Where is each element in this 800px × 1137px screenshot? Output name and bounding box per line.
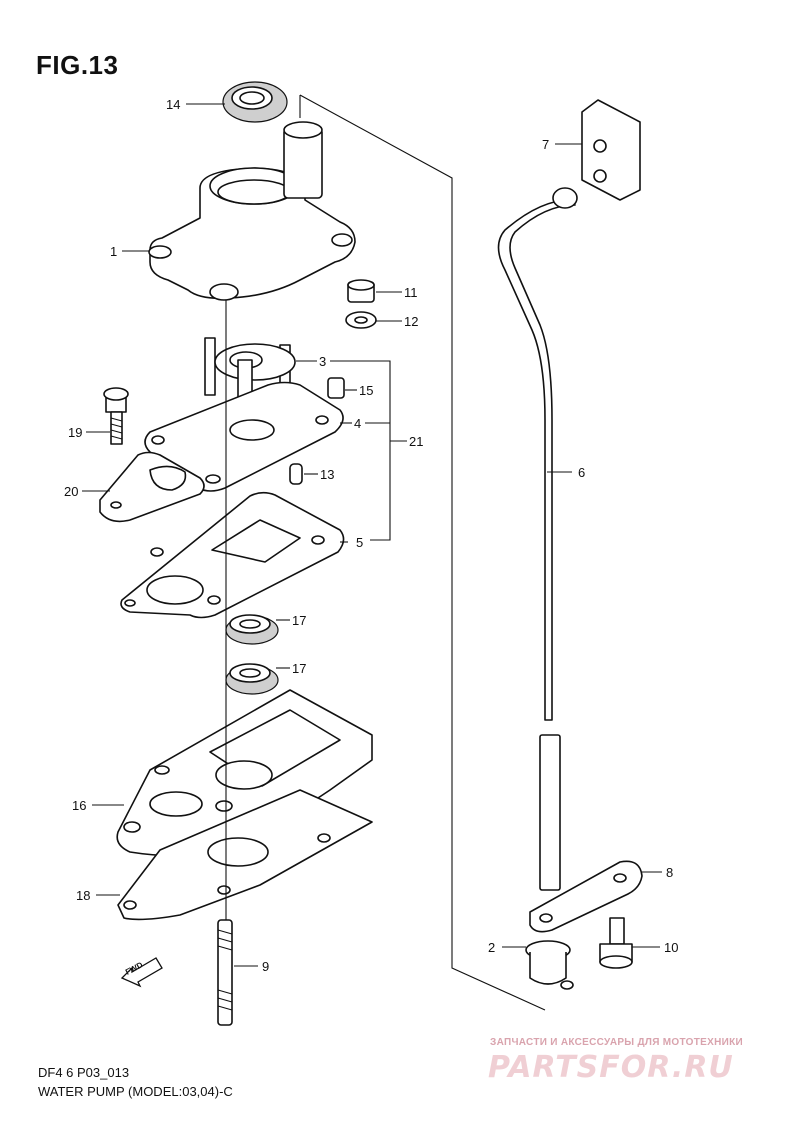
- leader-lines: [82, 103, 662, 967]
- part-9-stud: [217, 919, 233, 1026]
- part-12-washer: [345, 311, 377, 329]
- watermark-tagline: ЗАПЧАСТИ И АКСЕССУАРЫ ДЛЯ МОТОТЕХНИКИ: [490, 1037, 743, 1048]
- fwd-text: FWD: [123, 960, 145, 977]
- part-17-seal-lower: [225, 663, 279, 695]
- part-11-nut: [347, 279, 375, 303]
- callout-7: 7: [542, 137, 550, 152]
- callout-5: 5: [356, 535, 364, 550]
- callout-1: 1: [110, 244, 118, 259]
- part-13-pin: [289, 463, 303, 485]
- callout-9: 9: [262, 959, 270, 974]
- callout-4: 4: [354, 416, 362, 431]
- part-10-bolt: [599, 917, 633, 969]
- part-1-pump-case: [148, 121, 356, 301]
- part-17-seal-upper: [225, 614, 279, 645]
- callout-18: 18: [76, 888, 91, 903]
- callout-2: 2: [488, 940, 496, 955]
- part-3-impeller: [204, 337, 296, 411]
- callout-17-lower: 17: [292, 661, 307, 676]
- callout-3: 3: [319, 354, 327, 369]
- part-19-bolt: [103, 387, 129, 445]
- callout-6: 6: [578, 465, 586, 480]
- part-8-plate: [529, 860, 643, 933]
- figure-code: DF4 6 P03_013: [38, 1065, 130, 1080]
- part-20-plate: [99, 451, 205, 523]
- callout-10: 10: [664, 940, 679, 955]
- part-7-grommet: [581, 99, 641, 201]
- assembly-frame-lines: [299, 94, 546, 1011]
- callout-15: 15: [359, 383, 374, 398]
- part-16-housing: [116, 689, 373, 857]
- callout-12: 12: [404, 314, 419, 329]
- part-18-gasket: [117, 789, 373, 921]
- fwd-label: FWD: [123, 958, 145, 977]
- callout-8: 8: [666, 865, 674, 880]
- part-14-seal: [222, 81, 288, 123]
- part-4-plate: [144, 381, 344, 492]
- callout-20: 20: [64, 484, 79, 499]
- fwd-arrow-icon: [120, 957, 163, 988]
- part-5-gasket: [120, 491, 345, 619]
- callout-17-upper: 17: [292, 613, 307, 628]
- part-2-nozzle: [525, 940, 574, 990]
- figure-name: WATER PUMP (MODEL:03,04)-C: [38, 1084, 233, 1099]
- callout-19: 19: [68, 425, 83, 440]
- part-15-key: [327, 377, 345, 399]
- callout-13: 13: [320, 467, 335, 482]
- watermark-logo: PARTSFOR.RU: [488, 1050, 734, 1085]
- callout-16: 16: [72, 798, 87, 813]
- callout-14: 14: [166, 97, 181, 112]
- part-6-tube: [497, 187, 578, 891]
- callout-21: 21: [409, 434, 424, 449]
- callout-11: 11: [404, 285, 418, 300]
- figure-title: FIG.13: [36, 50, 119, 80]
